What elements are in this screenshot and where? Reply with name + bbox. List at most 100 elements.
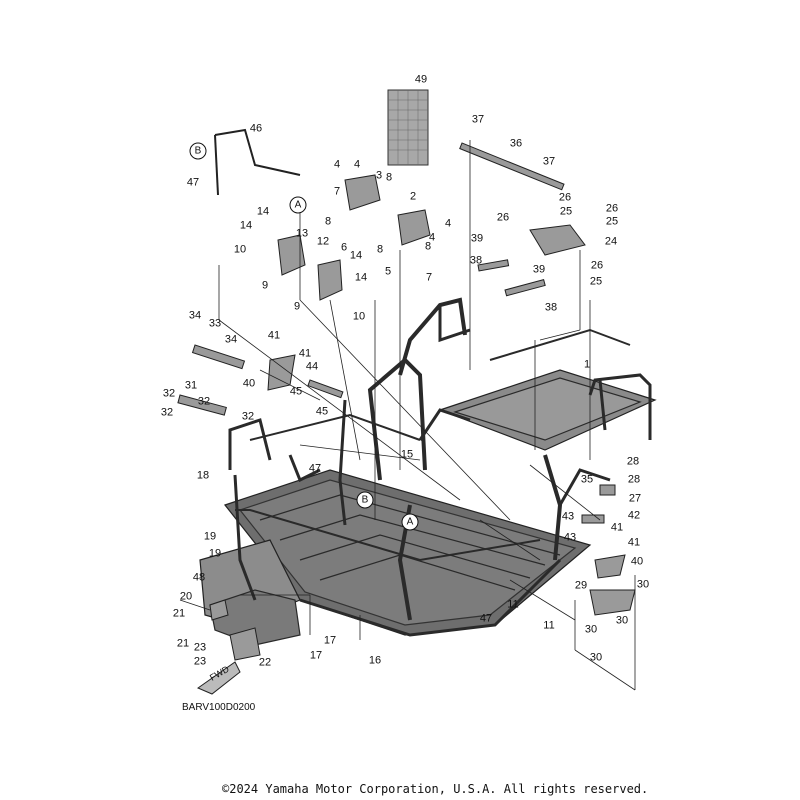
callout-number: 37 bbox=[542, 155, 556, 168]
callout-number: 16 bbox=[368, 654, 382, 667]
callout-number: 14 bbox=[354, 271, 368, 284]
callout-number: 29 bbox=[574, 579, 588, 592]
callout-number: 32 bbox=[241, 410, 255, 423]
callout-number: 9 bbox=[293, 300, 301, 313]
callout-number: 5 bbox=[384, 265, 392, 278]
callout-number: 44 bbox=[305, 360, 319, 373]
callout-number: 11 bbox=[507, 598, 519, 611]
callout-number: 12 bbox=[316, 235, 330, 248]
callout-number: 37 bbox=[471, 113, 485, 126]
callout-number: 6 bbox=[340, 241, 348, 254]
callout-number: 36 bbox=[509, 137, 523, 150]
callout-number: 40 bbox=[630, 555, 644, 568]
callout-number: 14 bbox=[256, 205, 270, 218]
callout-number: 8 bbox=[385, 171, 393, 184]
callout-number: 18 bbox=[196, 469, 210, 482]
callout-number: 4 bbox=[444, 217, 452, 230]
callout-number: 43 bbox=[563, 531, 577, 544]
callout-number: 15 bbox=[400, 448, 414, 461]
callout-number: 8 bbox=[376, 243, 384, 256]
callout-number: 41 bbox=[627, 536, 641, 549]
callout-number: 38 bbox=[469, 254, 483, 267]
callout-number: 32 bbox=[162, 387, 176, 400]
callout-number: 39 bbox=[532, 263, 546, 276]
callout-number: 22 bbox=[258, 656, 272, 669]
callout-number: 41 bbox=[267, 329, 281, 342]
callout-number: 45 bbox=[289, 385, 303, 398]
callout-number: 21 bbox=[176, 637, 190, 650]
callout-number: 28 bbox=[626, 455, 640, 468]
callout-number: 1 bbox=[583, 358, 591, 371]
callout-number: 8 bbox=[424, 240, 432, 253]
callout-number: 14 bbox=[239, 219, 253, 232]
callout-number: 33 bbox=[208, 317, 222, 330]
callout-number: 21 bbox=[172, 607, 186, 620]
callout-number: 34 bbox=[224, 333, 238, 346]
callout-number: 25 bbox=[605, 215, 619, 228]
callout-number: 13 bbox=[295, 227, 309, 240]
callout-number: 30 bbox=[615, 614, 629, 627]
leader-lines bbox=[179, 140, 636, 691]
callout-number: 47 bbox=[186, 176, 200, 189]
callout-number: 30 bbox=[589, 651, 603, 664]
copyright-notice: ©2024 Yamaha Motor Corporation, U.S.A. A… bbox=[222, 782, 649, 796]
callout-number: 45 bbox=[315, 405, 329, 418]
callout-number: 26 bbox=[590, 259, 604, 272]
callout-number: 26 bbox=[496, 211, 510, 224]
callout-number: 19 bbox=[208, 547, 222, 560]
callout-number: 32 bbox=[197, 395, 211, 408]
callout-number: 48 bbox=[192, 571, 206, 584]
callout-number: 19 bbox=[203, 530, 217, 543]
callout-number: 4 bbox=[333, 158, 341, 171]
callout-number: 41 bbox=[610, 521, 624, 534]
callout-number: 27 bbox=[628, 492, 642, 505]
reference-marker-b: B bbox=[189, 142, 207, 160]
callout-number: 23 bbox=[193, 641, 207, 654]
part-49-panel bbox=[387, 89, 429, 166]
callout-number: 49 bbox=[414, 73, 428, 86]
callout-number: 7 bbox=[333, 185, 341, 198]
callout-number: 9 bbox=[261, 279, 269, 292]
callout-number: 25 bbox=[589, 275, 603, 288]
callout-number: 17 bbox=[323, 634, 337, 647]
callout-number: 10 bbox=[233, 243, 247, 256]
callout-number: 31 bbox=[184, 379, 198, 392]
callout-number: 30 bbox=[584, 623, 598, 636]
callout-number: 46 bbox=[249, 122, 263, 135]
callout-number: 20 bbox=[179, 590, 193, 603]
callout-number: 4 bbox=[428, 231, 436, 244]
callout-number: 14 bbox=[349, 249, 363, 262]
small-parts bbox=[177, 128, 636, 661]
diagram-code: BARV100D0200 bbox=[182, 702, 256, 713]
callout-number: 42 bbox=[627, 509, 641, 522]
callout-number: 32 bbox=[160, 406, 174, 419]
frame-drawing bbox=[199, 297, 657, 646]
callout-number: 4 bbox=[353, 158, 361, 171]
callout-number: 47 bbox=[479, 612, 493, 625]
reference-marker-b: B bbox=[356, 491, 374, 509]
callout-number: 7 bbox=[425, 271, 433, 284]
callout-number: 34 bbox=[188, 309, 202, 322]
callout-number: 38 bbox=[544, 301, 558, 314]
callout-number: 39 bbox=[470, 232, 484, 245]
callout-number: 8 bbox=[324, 215, 332, 228]
callout-number: 28 bbox=[627, 473, 641, 486]
callout-number: 11 bbox=[543, 619, 555, 632]
callout-number: 26 bbox=[558, 191, 572, 204]
callout-number: 30 bbox=[636, 578, 650, 591]
callout-number: 35 bbox=[580, 473, 594, 486]
callout-number: 43 bbox=[561, 510, 575, 523]
callout-number: 23 bbox=[193, 655, 207, 668]
callout-number: 25 bbox=[559, 205, 573, 218]
callout-number: 10 bbox=[352, 310, 366, 323]
reference-marker-a: A bbox=[401, 513, 419, 531]
callout-number: 2 bbox=[409, 190, 417, 203]
callout-number: 24 bbox=[604, 235, 618, 248]
reference-marker-a: A bbox=[289, 196, 307, 214]
callout-number: 40 bbox=[242, 377, 256, 390]
callout-number: 17 bbox=[309, 649, 323, 662]
callout-number: 41 bbox=[298, 347, 312, 360]
callout-number: 26 bbox=[605, 202, 619, 215]
callout-number: 3 bbox=[375, 169, 383, 182]
